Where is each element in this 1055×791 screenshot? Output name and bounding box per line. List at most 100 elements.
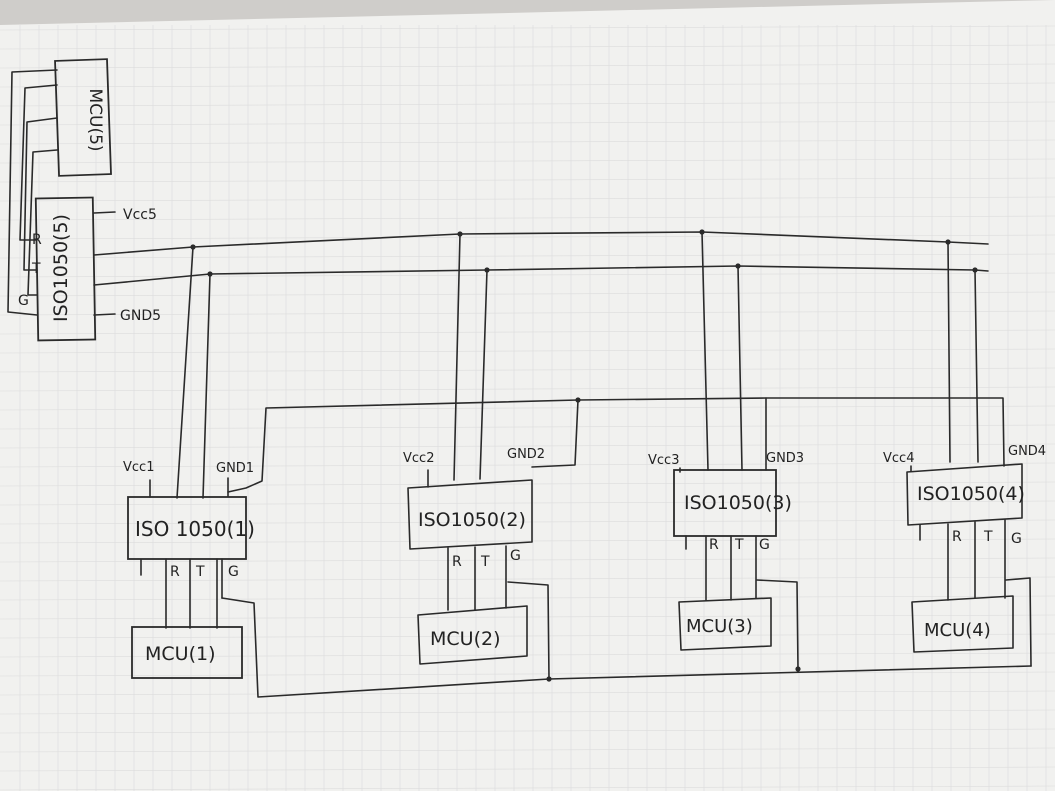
gnd4-label: GND4 <box>1008 444 1046 459</box>
node-2: Vcc2 GND2 ISO1050(2) R T G MCU(2) <box>403 447 550 680</box>
drop-4-canl <box>974 269 979 463</box>
iso4-label: ISO1050(4) <box>917 483 1025 505</box>
paper-grid <box>0 25 1055 791</box>
iso1-label: ISO 1050(1) <box>135 517 255 541</box>
mcu5-t-wire <box>23 117 58 271</box>
grid-line <box>0 538 1055 544</box>
drop-3-canh <box>701 231 709 471</box>
mcu2-box <box>417 605 528 665</box>
grid-line <box>0 424 1055 430</box>
iso4-mcu4-wires <box>947 519 1006 601</box>
mcu2-label: MCU(2) <box>430 628 500 650</box>
grid-line <box>0 158 1055 164</box>
mcu5-r-wire <box>19 84 58 241</box>
vcc4-label: Vcc4 <box>883 451 914 466</box>
grid-line <box>0 709 1055 715</box>
grid-line <box>0 139 1055 145</box>
iso3-r-pin: R <box>709 537 719 553</box>
mcu5-gnd-loop <box>7 69 58 316</box>
mcu4-label: MCU(4) <box>924 620 991 641</box>
grid-line <box>0 690 1055 696</box>
vcc2-label: Vcc2 <box>403 451 434 466</box>
iso3-box <box>673 469 777 537</box>
grid-line <box>0 462 1055 468</box>
grid-line <box>0 63 1055 69</box>
iso1-mcu1-wires <box>165 558 223 629</box>
grid-line <box>0 576 1055 582</box>
gnd3-label: GND3 <box>766 451 804 466</box>
mcu1-box <box>131 626 243 679</box>
grid-line <box>0 728 1055 734</box>
iso4-r-pin: R <box>952 529 962 545</box>
grid-line <box>0 44 1055 50</box>
grid-line <box>0 367 1055 373</box>
iso2-label: ISO1050(2) <box>418 509 526 531</box>
iso3-mcu3-wires <box>705 535 757 601</box>
gnd2-return <box>531 399 579 468</box>
grid-line <box>0 785 1055 791</box>
grid-line <box>0 595 1055 601</box>
grid-line <box>0 500 1055 506</box>
mcu1-label: MCU(1) <box>145 643 215 665</box>
mcu5-g-wire <box>27 149 58 296</box>
gnd-bottom-rail <box>221 597 1032 698</box>
iso4-g-pin: G <box>1011 531 1022 547</box>
grid-line <box>0 291 1055 297</box>
grid-line <box>0 443 1055 449</box>
grid-line <box>0 272 1055 278</box>
grid-line <box>0 386 1055 392</box>
iso1-t-pin: T <box>195 564 205 580</box>
grid-line <box>0 177 1055 183</box>
iso4-gnd-wire <box>1005 577 1032 667</box>
iso3-t-pin: T <box>734 537 744 553</box>
node-5: MCU(5) ISO1050(5) R T G Vcc5 GND5 <box>7 58 161 342</box>
drop-2-canh <box>453 233 461 481</box>
grid-line <box>0 405 1055 411</box>
grid-line <box>0 747 1055 753</box>
iso3-g-pin: G <box>759 537 770 553</box>
vcc1-label: Vcc1 <box>123 460 154 475</box>
iso5-g-pin: G <box>18 293 29 309</box>
iso4-t-pin: T <box>983 529 993 545</box>
iso2-gnd-wire <box>507 581 550 680</box>
iso3-label: ISO1050(3) <box>684 492 792 514</box>
mcu3-box <box>678 597 772 651</box>
grid-line <box>0 329 1055 335</box>
gnd-top-rail <box>227 397 1005 493</box>
grid-line <box>0 234 1055 240</box>
gnd1-label: GND1 <box>216 461 254 476</box>
grid-line <box>0 196 1055 202</box>
mcu3-label: MCU(3) <box>686 616 753 637</box>
grid-line <box>0 82 1055 88</box>
drop-1-canh <box>176 246 194 499</box>
grid-line <box>0 671 1055 677</box>
drop-1-canl <box>202 273 211 499</box>
iso2-r-pin: R <box>452 554 462 570</box>
grid-line <box>0 766 1055 772</box>
iso1-r-pin: R <box>170 564 180 580</box>
iso2-g-pin: G <box>510 548 521 564</box>
gnd5-lead <box>93 313 116 316</box>
node-4: Vcc4 GND4 ISO1050(4) R T G MCU(4) <box>883 444 1046 667</box>
grid-line <box>0 557 1055 563</box>
grid-line <box>0 310 1055 316</box>
grid-line <box>0 120 1055 126</box>
grid-line <box>0 101 1055 107</box>
drop-2-canl <box>479 269 488 480</box>
mcu4-box <box>911 595 1014 653</box>
vcc3-label: Vcc3 <box>648 453 679 468</box>
grid-line <box>0 253 1055 259</box>
iso2-t-pin: T <box>480 554 490 570</box>
iso1-box <box>127 496 247 560</box>
vcc5-lead <box>93 211 116 214</box>
gnd5-label: GND5 <box>120 308 161 324</box>
iso5-t-pin: T <box>31 261 41 277</box>
bus-line-canh <box>93 231 989 256</box>
grid-line <box>0 481 1055 487</box>
mcu5-label: MCU(5) <box>85 88 105 151</box>
drop-3-canl <box>737 265 743 471</box>
grid-line <box>0 348 1055 354</box>
vcc5-label: Vcc5 <box>123 207 157 223</box>
iso4-box <box>906 463 1023 526</box>
